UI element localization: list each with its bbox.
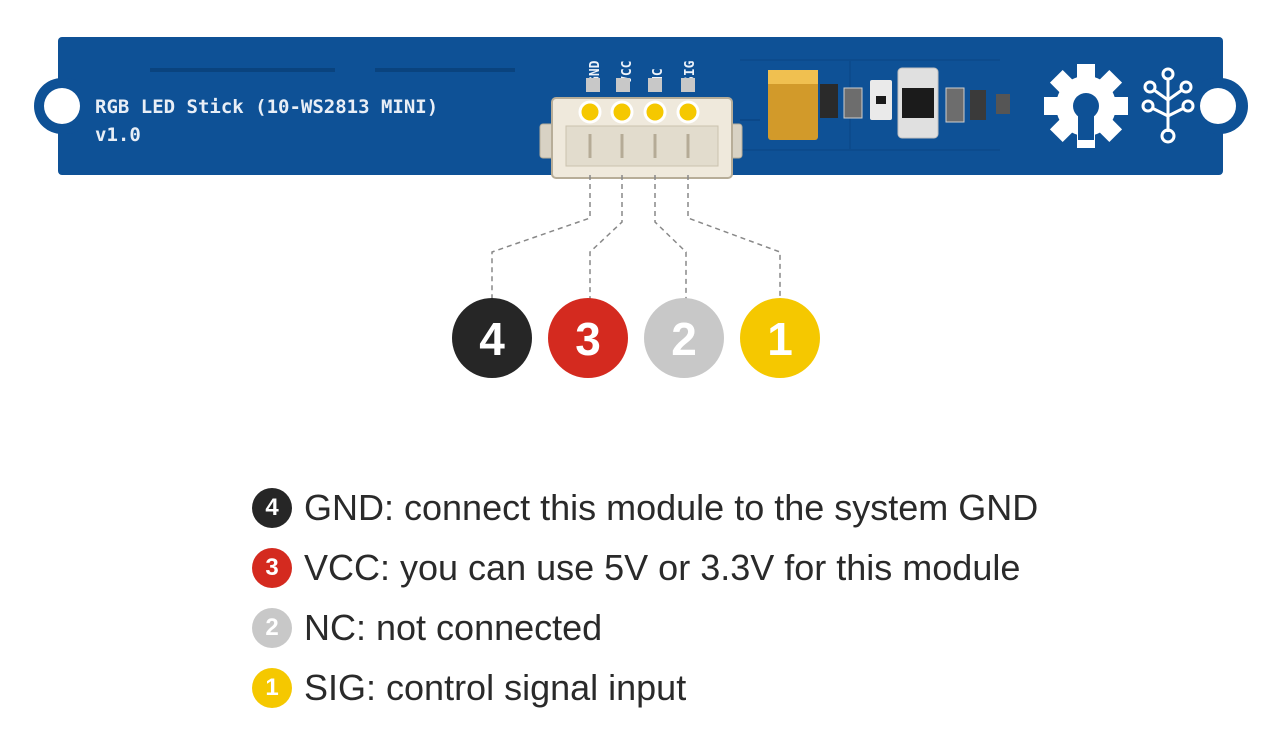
pin-badge-2: 2: [644, 298, 724, 378]
legend-dot-1: 1: [252, 668, 292, 708]
pin-badge-4-number: 4: [479, 313, 505, 365]
legend-dot-3: 3: [252, 548, 292, 588]
mounting-hole-left: [44, 88, 80, 124]
legend-text-gnd: GND: connect this module to the system G…: [304, 487, 1039, 528]
pin-badge-1-number: 1: [767, 313, 793, 365]
legend-item-vcc: 3 VCC: you can use 5V or 3.3V for this m…: [252, 538, 1152, 598]
pin-legend: 4 GND: connect this module to the system…: [252, 478, 1152, 718]
pin-badge-3-number: 3: [575, 313, 601, 365]
legend-item-nc: 2 NC: not connected: [252, 598, 1152, 658]
legend-text-nc: NC: not connected: [304, 607, 603, 648]
connector-pins: [578, 78, 700, 124]
pin-badge-1: 1: [740, 298, 820, 378]
board-title: RGB LED Stick (10-WS2813 MINI): [95, 96, 438, 118]
pin-badge-3: 3: [548, 298, 628, 378]
open-hardware-gear-icon: [1044, 64, 1128, 148]
pin-marker-vcc: [610, 100, 634, 124]
mounting-hole-right: [1200, 88, 1236, 124]
smd-components: [768, 67, 1010, 140]
legend-item-gnd: 4 GND: connect this module to the system…: [252, 478, 1152, 538]
pin-marker-nc: [643, 100, 667, 124]
leader-lines: [491, 175, 781, 300]
pin-marker-gnd: [578, 100, 602, 124]
legend-text-vcc: VCC: you can use 5V or 3.3V for this mod…: [304, 547, 1021, 588]
legend-dot-2: 2: [252, 608, 292, 648]
legend-dot-4: 4: [252, 488, 292, 528]
pin-marker-sig: [676, 100, 700, 124]
grove-network-icon: [1141, 67, 1195, 144]
legend-item-sig: 1 SIG: control signal input: [252, 658, 1152, 718]
pin-badge-2-number: 2: [671, 313, 697, 365]
grove-connector: [539, 97, 743, 179]
board-version: v1.0: [95, 124, 141, 146]
legend-text-sig: SIG: control signal input: [304, 667, 687, 708]
pin-badge-4: 4: [452, 298, 532, 378]
